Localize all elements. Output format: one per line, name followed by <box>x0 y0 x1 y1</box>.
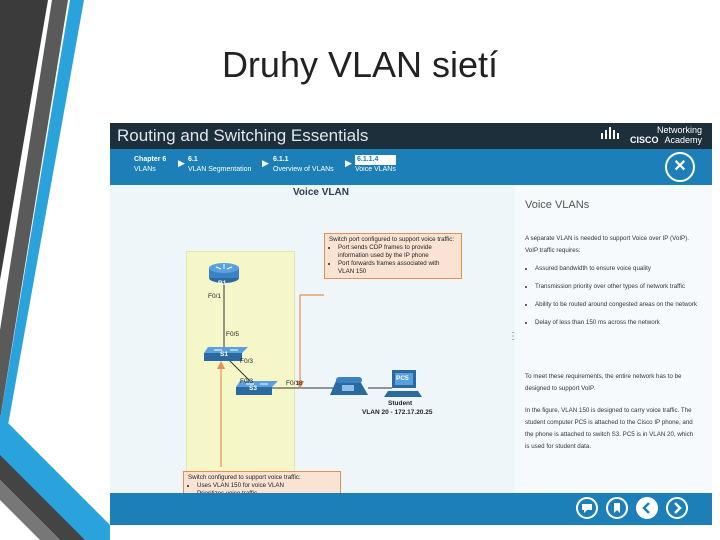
next-button[interactable] <box>666 497 688 519</box>
switch-s1-name: S1 <box>220 351 228 358</box>
crumb-label: Voice VLANs <box>355 166 396 173</box>
list-item: Delay of less than 150 ms across the net… <box>535 317 697 329</box>
previous-button[interactable] <box>636 497 658 519</box>
topology-diagram <box>204 263 422 467</box>
more-icon[interactable]: ⋮ <box>508 331 518 342</box>
pc-name: PC5 <box>396 375 409 382</box>
crumb-num: 6.1.1 <box>273 156 289 163</box>
crumb-label: VLANs <box>134 166 156 173</box>
vlan-info-label: VLAN 20 - 172.17.20.25 <box>362 409 433 416</box>
brand-academy: Academy <box>664 135 702 145</box>
figure-title: Voice VLAN <box>293 187 349 198</box>
switch-icon <box>236 381 278 395</box>
breadcrumb: Chapter 6 VLANs ▶ 6.1 VLAN Segmentation … <box>110 149 712 185</box>
ip-phone-icon <box>330 377 368 395</box>
panel-intro: A separate VLAN is needed to support Voi… <box>525 235 689 254</box>
s1-port-down-label: F0/3 <box>240 358 254 365</box>
previous-icon <box>642 502 650 514</box>
callout-item: Port forwards frames associated with VLA… <box>338 260 457 276</box>
list-item: Ability to be routed around congested ar… <box>535 299 697 311</box>
callout-item: Port sends CDP frames to provide informa… <box>338 244 457 260</box>
chevron-right-icon: ▶ <box>262 158 269 168</box>
breadcrumb-chapter[interactable]: Chapter 6 VLANs <box>134 155 166 175</box>
s1-port-up-label: F0/5 <box>226 331 240 338</box>
chat-button[interactable] <box>576 497 598 519</box>
next-icon <box>674 502 682 514</box>
s3-port-right-label: F0/18 <box>286 380 303 387</box>
brand-cisco: CISCO <box>629 135 659 145</box>
bookmark-icon <box>614 503 620 513</box>
brand-line1: Networking <box>656 125 702 135</box>
requirements-list: Assured bandwidth to ensure voice qualit… <box>525 263 697 335</box>
panel-para2: To meet these requirements, the entire n… <box>525 373 682 392</box>
chevron-right-icon: ▶ <box>178 158 185 168</box>
close-icon: ✕ <box>673 158 687 175</box>
breadcrumb-topic[interactable]: 6.1.1 Overview of VLANs <box>273 155 334 175</box>
brand-line2: CISCO Academy <box>612 135 702 145</box>
callout-heading: Switch port configured to support voice … <box>329 236 455 243</box>
crumb-num: 6.1.1.4 <box>355 155 396 165</box>
panel-heading: Voice VLANs <box>525 199 590 211</box>
r1-port-label: F0/1 <box>208 293 222 300</box>
breadcrumb-section[interactable]: 6.1 VLAN Segmentation <box>188 155 251 175</box>
crumb-num: 6.1 <box>188 156 198 163</box>
app-header: Routing and Switching Essentials Network… <box>110 123 712 149</box>
student-label: Student <box>388 400 413 407</box>
app-title: Routing and Switching Essentials <box>117 126 369 145</box>
switch-icon <box>204 347 248 361</box>
close-button[interactable]: ✕ <box>665 152 695 182</box>
callout-item: Uses VLAN 150 for voice VLAN <box>197 482 336 490</box>
switch-s3-name: S3 <box>249 385 257 392</box>
chevron-right-icon: ▶ <box>345 158 352 168</box>
router-icon <box>209 263 239 283</box>
breadcrumb-page[interactable]: 6.1.1.4 Voice VLANs <box>355 155 396 175</box>
text-panel: ⋮ Voice VLANs A separate VLAN is needed … <box>508 185 712 493</box>
cisco-logo: Networking CISCO Academy <box>592 125 702 147</box>
crumb-label: Overview of VLANs <box>273 166 334 173</box>
content-area: Voice VLAN <box>110 185 712 501</box>
router-name: R1 <box>218 280 227 287</box>
list-item: Assured bandwidth to ensure voice qualit… <box>535 263 697 275</box>
chat-icon <box>582 504 592 513</box>
s3-port-up-label: F0/3 <box>240 378 254 385</box>
list-item: Transmission priority over other types o… <box>535 281 697 293</box>
callout-switch-port: Switch port configured to support voice … <box>324 233 462 279</box>
slide-title: Druhy VLAN sietí <box>221 44 499 85</box>
course-viewer: Routing and Switching Essentials Network… <box>110 123 712 525</box>
crumb-num: Chapter 6 <box>134 156 167 163</box>
cisco-bars-icon <box>601 127 619 139</box>
callout-heading: Switch configured to support voice traff… <box>188 474 301 481</box>
crumb-label: VLAN Segmentation <box>188 166 252 173</box>
panel-para3: In the figure, VLAN 150 is designed to c… <box>525 407 694 450</box>
footer-toolbar <box>110 493 712 525</box>
pc-icon <box>384 370 422 397</box>
bookmark-button[interactable] <box>606 497 628 519</box>
